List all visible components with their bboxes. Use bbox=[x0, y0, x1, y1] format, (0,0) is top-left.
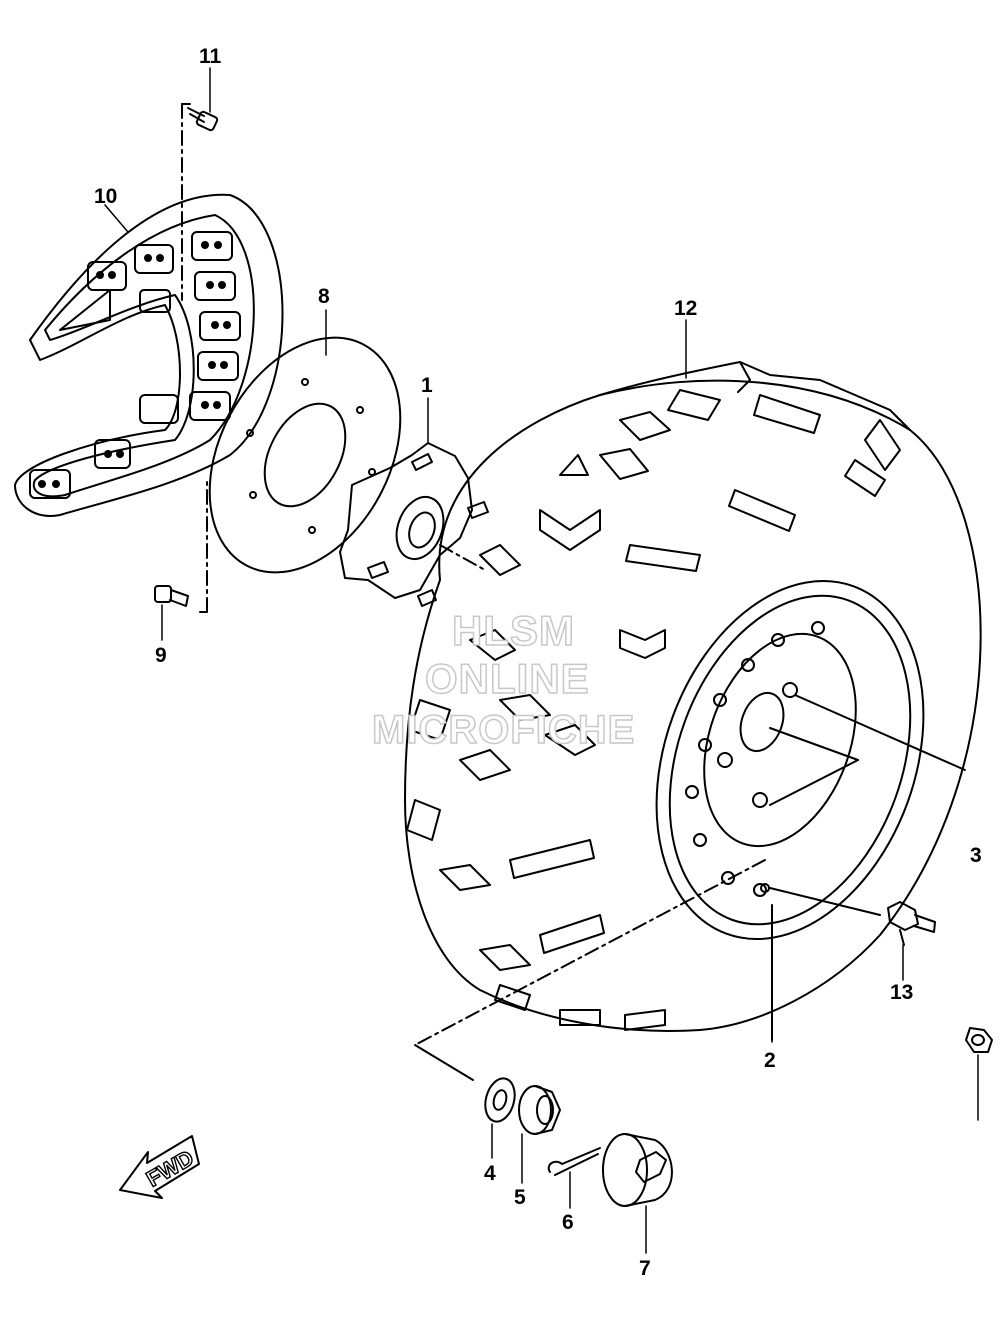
guard-bolt-lower bbox=[154, 477, 208, 613]
forward-direction-arrow bbox=[119, 1135, 200, 1199]
part-label-13: 13 bbox=[890, 981, 914, 1004]
watermark-line-3: MICROFICHE bbox=[371, 708, 636, 752]
part-label-2: 2 bbox=[764, 1049, 776, 1072]
part-label-9: 9 bbox=[155, 644, 167, 667]
part-label-1: 1 bbox=[421, 374, 433, 397]
part-label-8: 8 bbox=[318, 285, 330, 308]
wheel-rim bbox=[655, 579, 966, 1041]
hub-cap bbox=[602, 1133, 673, 1207]
watermark-line-2: ONLINE bbox=[424, 655, 590, 702]
cotter-pin bbox=[547, 1147, 601, 1176]
part-label-7: 7 bbox=[639, 1257, 651, 1280]
guard-bolt-upper bbox=[181, 103, 219, 301]
part-label-3: 3 bbox=[970, 844, 982, 867]
part-label-5: 5 bbox=[514, 1186, 526, 1209]
wheel-nut bbox=[965, 1027, 993, 1053]
part-label-12: 12 bbox=[674, 297, 698, 320]
part-label-4: 4 bbox=[484, 1162, 496, 1185]
air-valve bbox=[887, 901, 936, 946]
hub-fastener-leader bbox=[414, 859, 766, 1081]
label-leaders bbox=[104, 67, 979, 1254]
brake-disc bbox=[208, 336, 402, 574]
disc-guard bbox=[14, 193, 284, 517]
part-label-6: 6 bbox=[562, 1211, 574, 1234]
watermark-line-1: HLSM bbox=[451, 607, 575, 654]
wheel-hub bbox=[339, 442, 489, 607]
part-label-11: 11 bbox=[199, 45, 222, 68]
castle-nut bbox=[518, 1085, 561, 1135]
part-label-10: 10 bbox=[94, 185, 118, 208]
atv-tire bbox=[404, 361, 982, 1032]
hub-washer bbox=[484, 1077, 516, 1123]
